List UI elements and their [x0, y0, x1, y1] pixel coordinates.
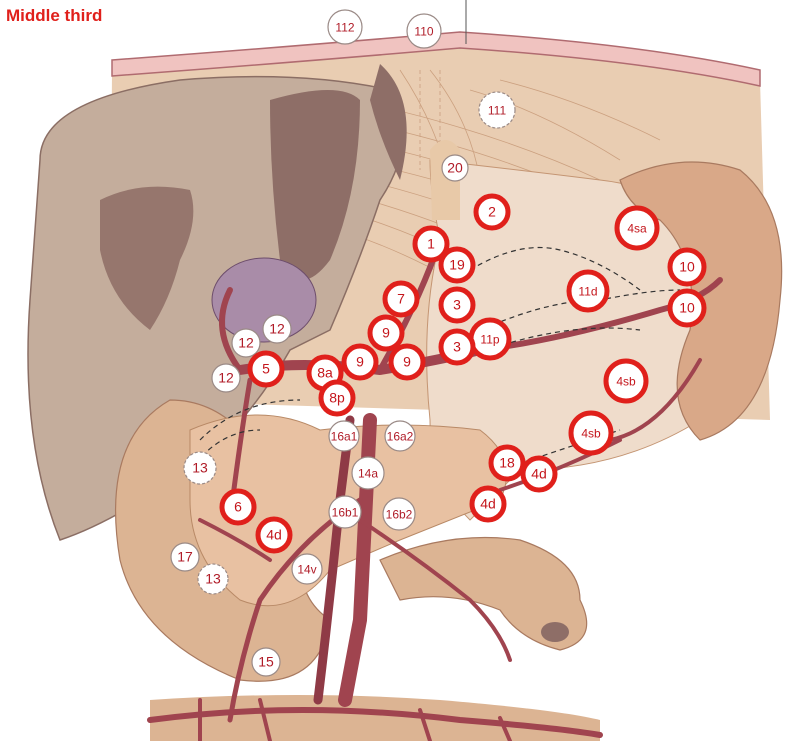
- lymph-node-label: 5: [262, 361, 270, 377]
- lymph-node-label: 10: [679, 259, 695, 275]
- lymph-node-19-marker: 19: [441, 249, 473, 281]
- lymph-node-label: 1: [427, 236, 435, 252]
- jejunum-lumen: [541, 622, 569, 642]
- lymph-node-7-marker: 7: [385, 283, 417, 315]
- lymph-node-11p-marker: 11p: [471, 320, 509, 358]
- lymph-node-label: 12: [218, 370, 234, 386]
- lymph-node-5-marker: 5: [250, 353, 282, 385]
- lymph-node-10-marker: 10: [670, 291, 704, 325]
- lymph-node-label: 20: [447, 160, 463, 176]
- lymph-node-13-marker: 13: [198, 564, 228, 594]
- lymph-node-9-marker: 9: [370, 317, 402, 349]
- lymph-node-4sb-marker: 4sb: [571, 413, 611, 453]
- lymph-node-label: 112: [335, 21, 354, 35]
- lymph-node-label: 12: [238, 335, 254, 351]
- lymph-node-2-marker: 2: [476, 196, 508, 228]
- lymph-node-6-marker: 6: [222, 491, 254, 523]
- lymph-node-11d-marker: 11d: [569, 272, 607, 310]
- lymph-node-label: 13: [192, 460, 208, 476]
- lymph-node-12-marker: 12: [212, 364, 240, 392]
- lymph-node-label: 15: [258, 654, 274, 670]
- lymph-node-label: 8a: [317, 365, 333, 381]
- lymph-node-14a-marker: 14a: [352, 457, 384, 489]
- lymph-node-label: 12: [269, 321, 285, 337]
- lymph-node-4d-marker: 4d: [523, 458, 555, 490]
- lymph-node-label: 8p: [329, 390, 345, 406]
- lymph-node-label: 111: [488, 104, 507, 118]
- lymph-node-label: 16b1: [332, 506, 359, 520]
- lymph-node-4d-marker: 4d: [258, 519, 290, 551]
- diagram-title: Middle third: [6, 6, 102, 26]
- lymph-node-label: 4sa: [627, 222, 647, 236]
- lymph-node-label: 4d: [480, 496, 496, 512]
- lymph-node-12-marker: 12: [263, 315, 291, 343]
- lymph-node-9-marker: 9: [344, 346, 376, 378]
- lymph-node-20-marker: 20: [442, 155, 468, 181]
- lymph-node-label: 11d: [578, 285, 597, 299]
- lymph-node-16a1-marker: 16a1: [329, 421, 359, 451]
- lymph-node-13-marker: 13: [184, 452, 216, 484]
- lymph-node-16b1-marker: 16b1: [329, 496, 361, 528]
- lymph-node-15-marker: 15: [252, 648, 280, 676]
- lymph-node-label: 4d: [531, 466, 547, 482]
- lymph-node-9-marker: 9: [391, 346, 423, 378]
- lymph-node-label: 16b2: [386, 508, 413, 522]
- lymph-node-16a2-marker: 16a2: [385, 421, 415, 451]
- lymph-node-label: 10: [679, 300, 695, 316]
- lymph-node-label: 9: [356, 354, 364, 370]
- lymph-node-label: 6: [234, 499, 242, 515]
- lymph-node-4d-marker: 4d: [472, 488, 504, 520]
- lymph-node-18-marker: 18: [491, 447, 523, 479]
- lymph-node-label: 2: [488, 204, 496, 220]
- lymph-node-label: 18: [499, 455, 515, 471]
- lymph-node-111-marker: 111: [479, 92, 515, 128]
- lymph-node-label: 9: [382, 325, 390, 341]
- lymph-node-110-marker: 110: [407, 14, 441, 48]
- lymph-node-label: 4d: [266, 527, 282, 543]
- lymph-node-label: 3: [453, 297, 461, 313]
- colon-lower: [150, 695, 600, 741]
- lymph-node-3-marker: 3: [441, 331, 473, 363]
- lymph-node-label: 14v: [297, 563, 316, 577]
- lymph-node-label: 16a2: [387, 430, 414, 444]
- lymph-node-16b2-marker: 16b2: [383, 498, 415, 530]
- lymph-node-label: 13: [205, 571, 221, 587]
- lymph-node-10-marker: 10: [670, 250, 704, 284]
- lymph-node-label: 110: [414, 25, 433, 39]
- lymph-node-label: 7: [397, 291, 405, 307]
- lymph-node-label: 11p: [480, 333, 499, 347]
- lymph-node-14v-marker: 14v: [292, 554, 322, 584]
- lymph-node-4sa-marker: 4sa: [617, 208, 657, 248]
- lymph-node-label: 17: [177, 549, 193, 565]
- lymph-node-label: 16a1: [331, 430, 358, 444]
- lymph-node-label: 9: [403, 354, 411, 370]
- lymph-node-label: 3: [453, 339, 461, 355]
- lymph-node-112-marker: 112: [328, 10, 362, 44]
- lymph-node-label: 4sb: [581, 427, 601, 441]
- lymph-node-label: 19: [449, 257, 465, 273]
- lymph-node-label: 4sb: [616, 375, 636, 389]
- lymph-node-4sb-marker: 4sb: [606, 361, 646, 401]
- lymph-node-3-marker: 3: [441, 289, 473, 321]
- lymph-node-8p-marker: 8p: [321, 382, 353, 414]
- lymph-node-12-marker: 12: [232, 329, 260, 357]
- lymph-node-label: 14a: [358, 467, 378, 481]
- lymph-node-17-marker: 17: [171, 543, 199, 571]
